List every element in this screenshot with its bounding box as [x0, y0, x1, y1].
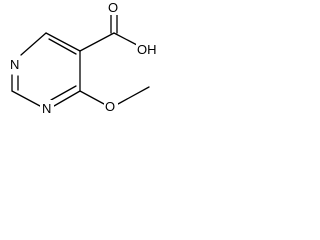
- atom-carbonyl-o: O: [108, 0, 118, 15]
- n1-label-bg: [8, 56, 20, 72]
- bond-c5-cooh: [79, 32, 115, 52]
- ether-o-label-bg: [104, 98, 118, 114]
- bond-c6-c5: [45, 32, 81, 52]
- bond-n3-c4: [53, 90, 81, 107]
- atom-n3: N: [42, 101, 51, 116]
- n3-label-bg: [40, 100, 54, 116]
- atom-hydroxyl: OH: [137, 42, 157, 57]
- bond-c6-n1: [20, 32, 47, 56]
- atom-n1: N: [10, 57, 19, 72]
- bond-n3-c4-inner: [50, 85, 77, 101]
- atom-labels: N N O OH O: [8, 0, 160, 116]
- hydroxyl-label-bg: [136, 41, 160, 57]
- bond-c-oh: [113, 32, 138, 46]
- bond-o-ch3: [117, 86, 150, 105]
- carbonyl-o-label-bg: [106, 0, 120, 15]
- carboxylic-acid-group: [79, 13, 138, 52]
- pyrimidine-carboxylic-acid-structure: N N O OH O: [8, 0, 160, 116]
- bond-c4-o: [79, 90, 105, 105]
- bond-c6-c5-inner: [48, 38, 77, 55]
- bond-c2-n3: [11, 90, 41, 107]
- atom-ether-o: O: [105, 99, 115, 114]
- methoxy-group: [79, 86, 150, 105]
- pyrimidine-ring: [11, 32, 81, 107]
